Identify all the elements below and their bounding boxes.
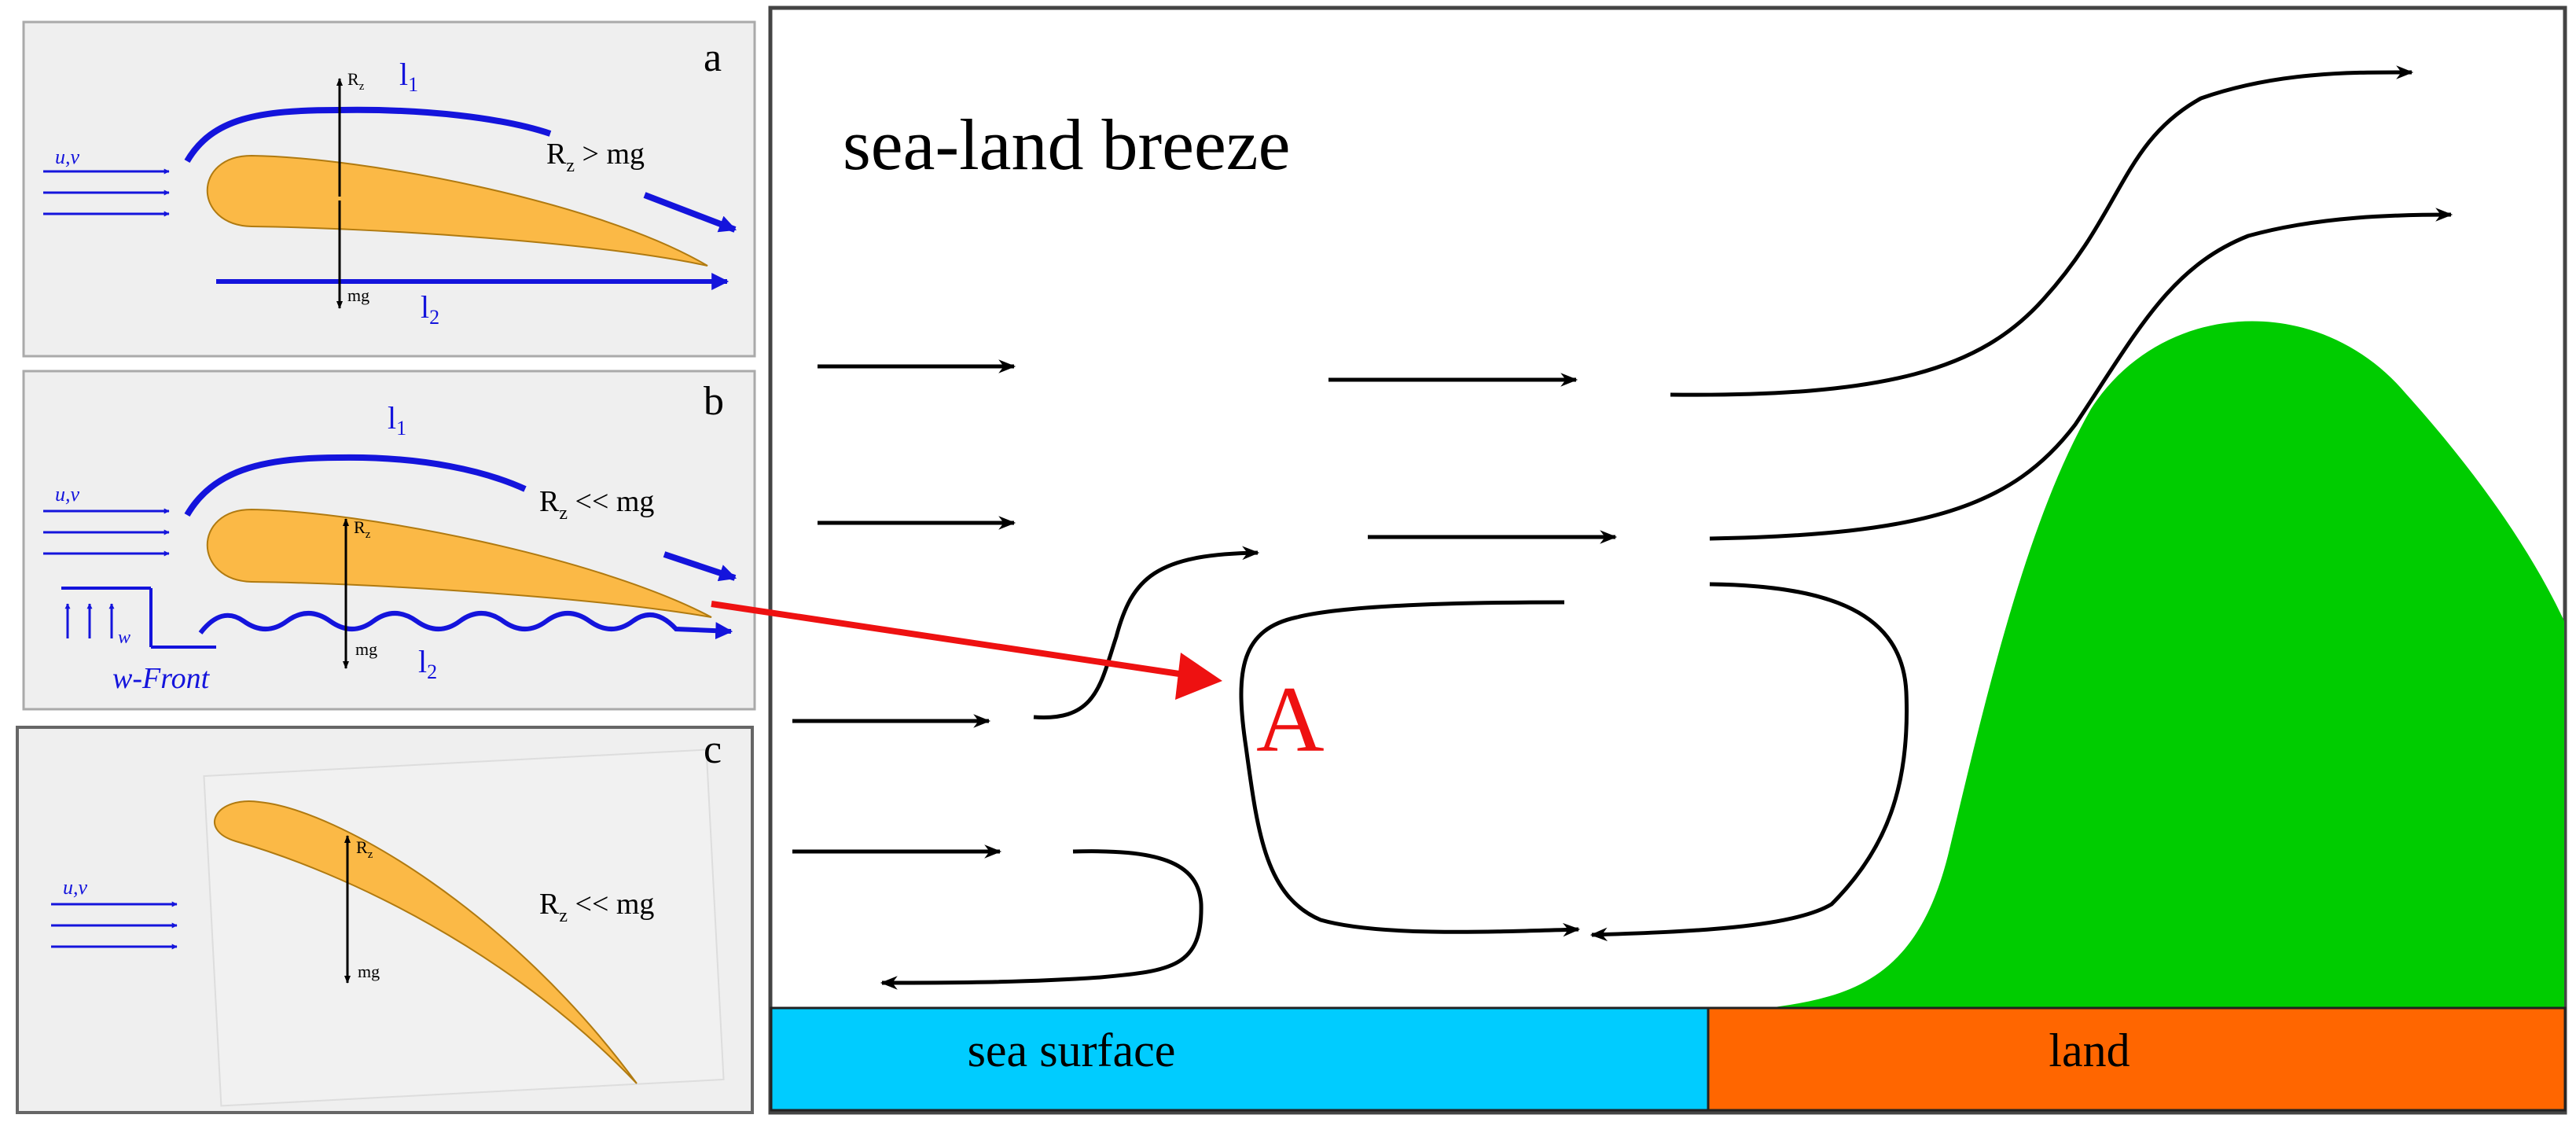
land-surface (1707, 1006, 2567, 1112)
l2-label: l2 (421, 289, 439, 329)
panel-a-letter: a (704, 35, 722, 80)
gravity-label: mg (358, 962, 380, 981)
l1-label: l1 (399, 57, 418, 96)
panel-b-letter: b (704, 379, 724, 424)
l2-label: l2 (418, 644, 437, 683)
gravity-label: mg (347, 285, 369, 305)
panel-b-flow-label: u,v (55, 483, 80, 506)
panel-c-flow-label: u,v (63, 876, 88, 899)
hill (1769, 321, 2564, 1008)
sea-surface-label: sea surface (968, 1024, 1176, 1076)
relation-label: Rz > mg (546, 138, 645, 176)
streamline-upper (184, 106, 552, 164)
pointer-arrow (711, 601, 1196, 679)
panel-a-flow-label: u,v (55, 145, 80, 168)
airfoil (206, 154, 708, 267)
rising-streamline (1670, 65, 2414, 397)
land-label: land (2049, 1024, 2130, 1076)
updraft-curl (1033, 546, 1260, 719)
downstream-arrow (643, 192, 737, 233)
sea-surface (770, 1006, 1710, 1112)
return-flow (880, 849, 1203, 990)
rising-streamline (1709, 208, 2453, 541)
gravity-label: mg (355, 639, 377, 659)
panel-a: a u,v Rz mg l1 l2 Rz > mg (22, 20, 756, 358)
relation-label: Rz << mg (539, 888, 654, 926)
pointer-arrowhead (1175, 653, 1222, 700)
w-front-label: w-Front (112, 662, 211, 695)
panel-c: c u,v Rz mg Rz << mg (16, 726, 754, 1114)
lift-label: Rz (354, 517, 371, 541)
streamline-lower-wavy (198, 611, 733, 640)
w-label: w (118, 627, 130, 648)
panel-b: b u,v w w-Front Rz mg l1 l2 Rz << mg (22, 370, 756, 711)
panel-c-letter: c (704, 727, 722, 772)
downstream-arrow (663, 551, 737, 582)
airfoil-tilted (214, 800, 638, 1084)
main-panel: sea-land breeze sea surface land A (711, 6, 2567, 1115)
lift-label: Rz (347, 69, 365, 93)
diagram-title: sea-land breeze (843, 105, 1290, 185)
l1-label: l1 (388, 400, 406, 440)
vortex-loop (1239, 600, 1581, 937)
airfoil (206, 508, 712, 618)
streamline-upper (184, 454, 527, 517)
vortex-loop (1589, 582, 1909, 942)
relation-label: Rz << mg (539, 485, 654, 524)
lift-label: Rz (356, 837, 373, 861)
marker-a: A (1256, 667, 1325, 771)
